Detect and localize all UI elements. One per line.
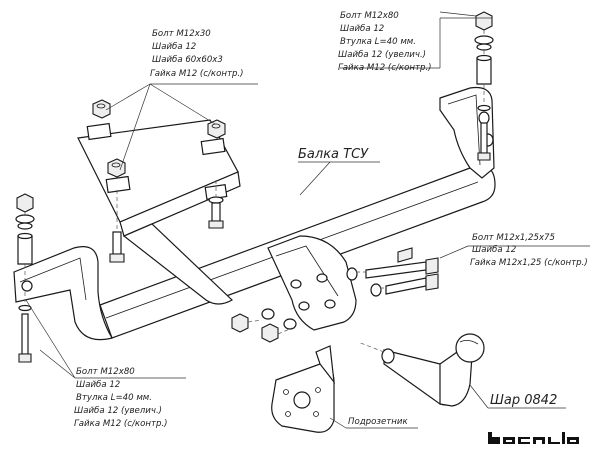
bolt-m12x30-b bbox=[208, 180, 224, 229]
label-line: Втулка L=40 мм. bbox=[340, 37, 416, 47]
label-line: Болт М12х30 bbox=[152, 29, 211, 39]
top-left-plate bbox=[77, 119, 241, 305]
bracket-nuts bbox=[231, 308, 297, 343]
label-line: Болт М12х80 bbox=[76, 367, 135, 377]
label-line: Гайка М12 (с/контр.) bbox=[338, 63, 432, 73]
label-line: Шайба 12 bbox=[340, 24, 384, 34]
label-line: Болт М12х1,25х75 bbox=[472, 233, 555, 243]
label-line: Болт М12х80 bbox=[340, 11, 399, 21]
tow-ball bbox=[357, 333, 485, 407]
hex-nut-1 bbox=[92, 99, 111, 119]
label-line: Гайка М12х1,25 (с/контр.) bbox=[470, 258, 588, 268]
label-mid-right: Болт М12х1,25х75 Шайба 12 Гайка М12х1,25… bbox=[470, 233, 588, 268]
hex-nut-3 bbox=[107, 158, 126, 178]
label-beam: Балка ТСУ bbox=[298, 147, 369, 162]
hex-nut-2 bbox=[207, 119, 226, 139]
label-line: Шайба 12 (увелич.) bbox=[338, 50, 426, 60]
top-right-fastener-stack bbox=[474, 11, 494, 161]
label-line: Шайба 12 bbox=[472, 245, 516, 255]
label-line: Гайка М12 (с/контр.) bbox=[150, 69, 244, 79]
label-line: Шайба 12 bbox=[76, 380, 120, 390]
left-fastener-stack bbox=[15, 193, 35, 363]
label-top-right: Болт М12х80 Шайба 12 Втулка L=40 мм. Шай… bbox=[338, 11, 432, 73]
label-top-left: Болт М12х30 Шайба 12 Шайба 60х60х3 Гайка… bbox=[150, 29, 244, 79]
bosal-logo bbox=[486, 430, 590, 446]
label-line: Гайка М12 (с/контр.) bbox=[74, 419, 168, 429]
leader-lines bbox=[25, 11, 590, 429]
bolt-m12x30-a bbox=[109, 190, 125, 263]
ball-mount-bracket bbox=[267, 235, 357, 331]
label-line: Втулка L=40 мм. bbox=[76, 393, 152, 403]
label-bottom-left: Болт М12х80 Шайба 12 Втулка L=40 мм. Шай… bbox=[74, 367, 168, 429]
label-line: Шайба 60х60х3 bbox=[152, 55, 223, 65]
bolt-m12x125x75 bbox=[346, 247, 439, 297]
label-socket-plate: Подрозетник bbox=[348, 417, 408, 427]
socket-plate bbox=[271, 345, 335, 433]
label-ball: Шар 0842 bbox=[490, 393, 557, 408]
left-side-bracket bbox=[13, 246, 113, 341]
label-line: Шайба 12 (увелич.) bbox=[74, 406, 162, 416]
label-line: Шайба 12 bbox=[152, 42, 196, 52]
